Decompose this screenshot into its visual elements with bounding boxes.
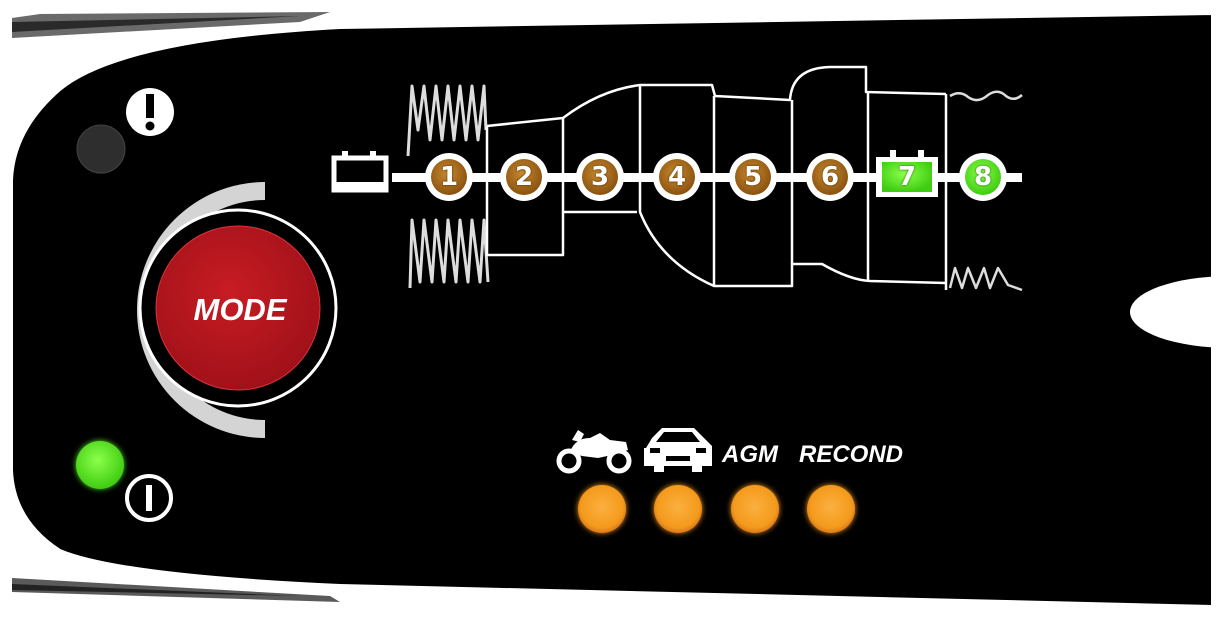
battery-icon	[331, 151, 389, 193]
car-icon	[644, 428, 712, 472]
led-agm	[731, 485, 779, 533]
motorcycle-icon	[556, 430, 632, 474]
step-circles	[425, 150, 1007, 201]
led-car	[654, 485, 702, 533]
step-6: 6	[820, 162, 840, 192]
led-motorcycle	[578, 485, 626, 533]
step-2: 2	[514, 162, 534, 192]
agm-label: AGM	[722, 441, 778, 468]
power-led	[76, 441, 124, 489]
step-3: 3	[590, 162, 610, 192]
step-7: 7	[897, 162, 917, 192]
mode-button-label: MODE	[193, 292, 287, 327]
step-1: 1	[439, 162, 459, 192]
step-5: 5	[743, 162, 763, 192]
led-recond	[807, 485, 855, 533]
step-4: 4	[667, 162, 687, 192]
recond-label: RECOND	[799, 441, 904, 468]
error-led	[76, 124, 126, 174]
step-8: 8	[973, 162, 993, 192]
